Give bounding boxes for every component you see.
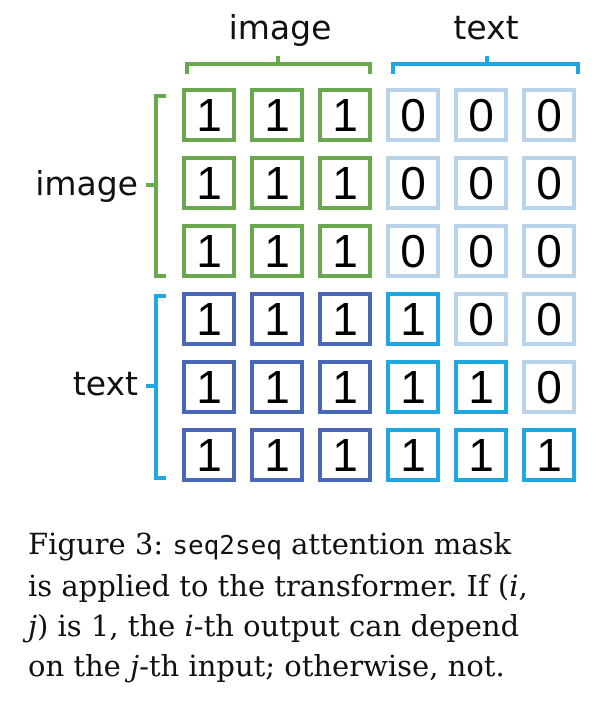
caption-segment: is applied to the transformer. If ( xyxy=(28,569,510,603)
header-text-columns: text xyxy=(453,8,519,47)
mask-cell: 1 xyxy=(386,360,440,414)
brackets xyxy=(146,56,580,480)
mask-cell: 1 xyxy=(386,428,440,482)
mask-cell: 1 xyxy=(386,292,440,346)
mask-cell: 0 xyxy=(386,224,440,278)
caption-segment: on the xyxy=(28,649,131,683)
caption-line: on the j-th input; otherwise, not. xyxy=(28,646,588,686)
caption-line: Figure 3: seq2seq attention mask xyxy=(28,524,588,566)
mask-cell: 1 xyxy=(250,292,304,346)
mask-cell: 1 xyxy=(182,292,236,346)
mask-cell: 1 xyxy=(454,360,508,414)
mask-cell: 0 xyxy=(522,156,576,210)
mask-cell: 1 xyxy=(250,224,304,278)
caption-segment: attention mask xyxy=(281,527,512,561)
caption-segment: ) is 1, the xyxy=(37,609,185,643)
mask-cell: 0 xyxy=(522,292,576,346)
mask-cell: 1 xyxy=(182,428,236,482)
mask-cell: 1 xyxy=(318,156,372,210)
mask-cell: 1 xyxy=(318,224,372,278)
caption-line: is applied to the transformer. If (i, xyxy=(28,566,588,606)
mask-cell: 1 xyxy=(250,156,304,210)
mask-cell: 0 xyxy=(522,360,576,414)
mask-cell: 0 xyxy=(454,292,508,346)
mask-cell: 0 xyxy=(522,224,576,278)
left-text-bracket xyxy=(146,294,166,480)
mask-cell: 0 xyxy=(454,156,508,210)
mask-cell: 1 xyxy=(318,292,372,346)
mask-cell: 1 xyxy=(250,360,304,414)
mask-cell: 1 xyxy=(182,88,236,142)
mask-cell: 1 xyxy=(182,360,236,414)
caption-segment: j xyxy=(28,609,37,643)
top-image-bracket xyxy=(185,56,372,74)
header-image-rows: image xyxy=(35,164,138,203)
mask-cell: 0 xyxy=(454,224,508,278)
header-text-rows: text xyxy=(72,364,138,403)
caption-segment: j xyxy=(130,649,140,683)
caption-segment: -th output can depend xyxy=(193,609,520,643)
mask-cell: 0 xyxy=(386,88,440,142)
mask-cell: 0 xyxy=(454,88,508,142)
caption-segment: , xyxy=(518,569,528,603)
mask-cell: 0 xyxy=(386,156,440,210)
caption-segment: Figure 3: xyxy=(28,527,173,561)
mask-cell: 1 xyxy=(250,88,304,142)
mask-cell: 0 xyxy=(522,88,576,142)
top-text-bracket xyxy=(391,56,580,74)
mask-cell: 1 xyxy=(318,428,372,482)
mask-cell: 1 xyxy=(182,156,236,210)
caption-segment: -th input; otherwise, not. xyxy=(139,649,505,683)
caption-line: j) is 1, the i-th output can depend xyxy=(28,606,588,646)
mask-cell: 1 xyxy=(522,428,576,482)
caption-segment: seq2seq xyxy=(172,531,282,561)
left-image-bracket xyxy=(146,94,166,278)
header-image-columns: image xyxy=(228,8,332,47)
mask-cell: 1 xyxy=(250,428,304,482)
mask-cell: 1 xyxy=(454,428,508,482)
caption-segment: i xyxy=(509,569,519,603)
mask-cell: 1 xyxy=(318,88,372,142)
caption-segment: i xyxy=(184,609,194,643)
mask-cell: 1 xyxy=(318,360,372,414)
mask-cell: 1 xyxy=(182,224,236,278)
